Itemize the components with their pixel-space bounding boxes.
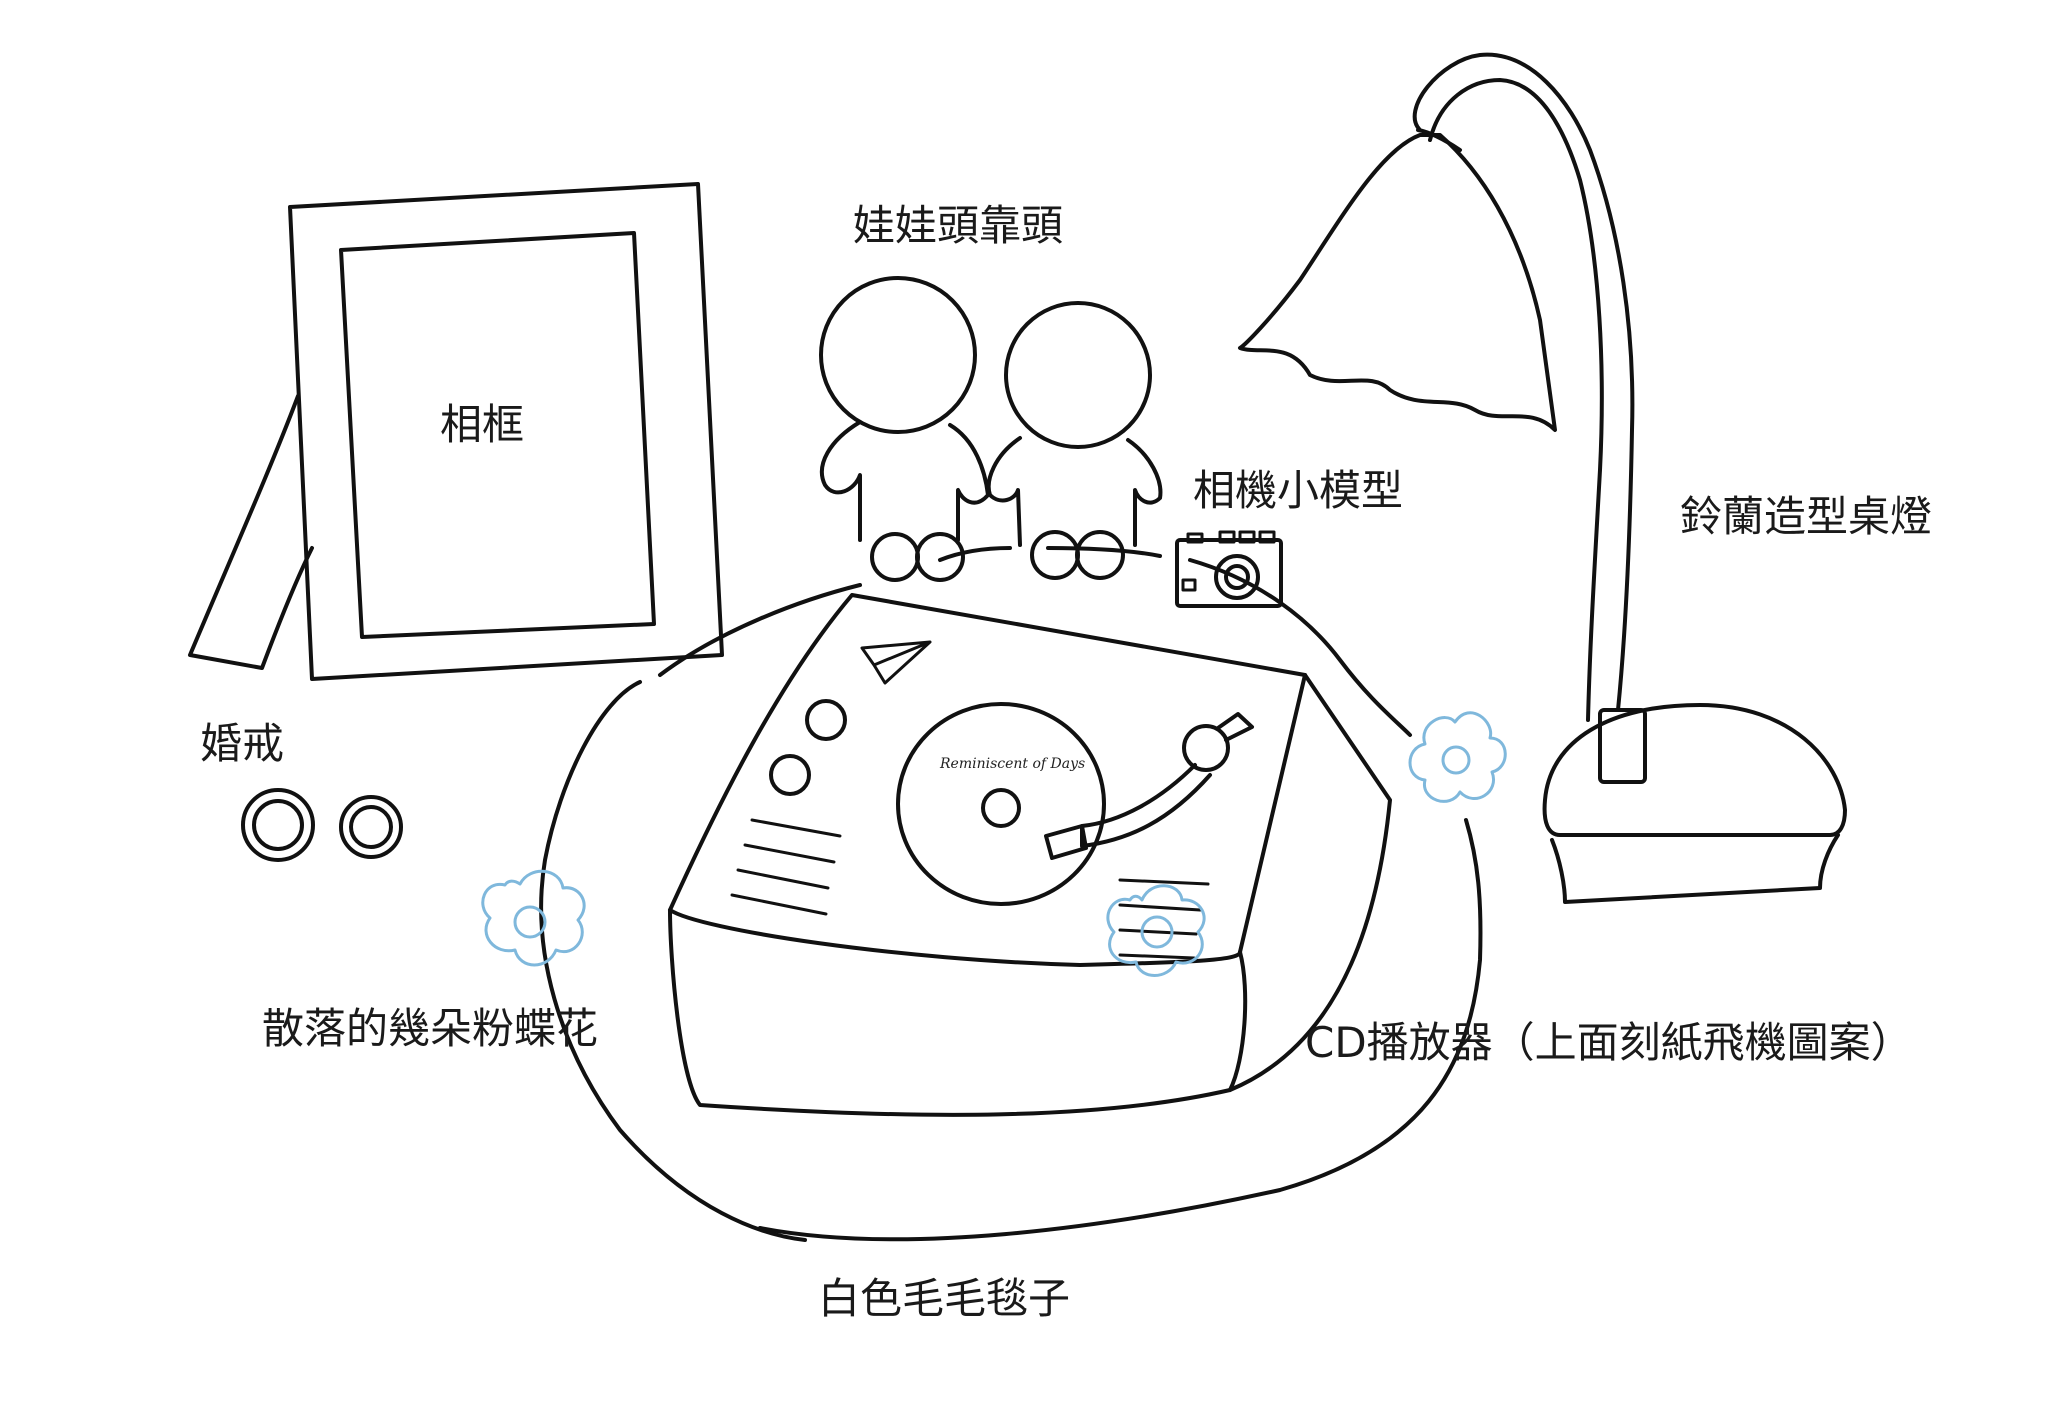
tonearm-pivot — [1182, 724, 1230, 772]
rug-outline — [539, 546, 1483, 1242]
photo-frame — [188, 182, 724, 681]
label-lamp: 鈴蘭造型桌燈 — [1680, 492, 1933, 541]
record-title-text: Reminiscent of Days — [939, 756, 1085, 772]
label-rug: 白色毛毛毯子 — [818, 1274, 1071, 1323]
label-wedding-rings: 婚戒 — [200, 719, 285, 768]
cd-player: Reminiscent of Days — [668, 593, 1392, 1117]
label-flowers: 散落的幾朵粉蝶花 — [262, 1004, 599, 1053]
paper-airplane-engraving — [860, 640, 932, 685]
bobblehead-dolls — [819, 276, 1163, 582]
flower-left — [481, 869, 586, 967]
label-photo-frame: 相框 — [440, 400, 525, 449]
label-cd-player: CD播放器（上面刻紙飛機圖案） — [1305, 1018, 1913, 1067]
lily-lamp — [1238, 52, 1847, 904]
cd-spindle — [981, 788, 1021, 828]
wedding-rings — [241, 788, 403, 862]
flower-on-player — [1106, 884, 1206, 977]
label-bobblehead-dolls: 娃娃頭靠頭 — [853, 201, 1064, 250]
player-button-bottom — [769, 754, 811, 796]
camera-model — [1175, 530, 1283, 608]
cd-disc — [896, 702, 1106, 906]
flower-right — [1408, 711, 1507, 803]
player-button-top — [805, 699, 847, 741]
label-camera-model: 相機小模型 — [1193, 466, 1404, 515]
